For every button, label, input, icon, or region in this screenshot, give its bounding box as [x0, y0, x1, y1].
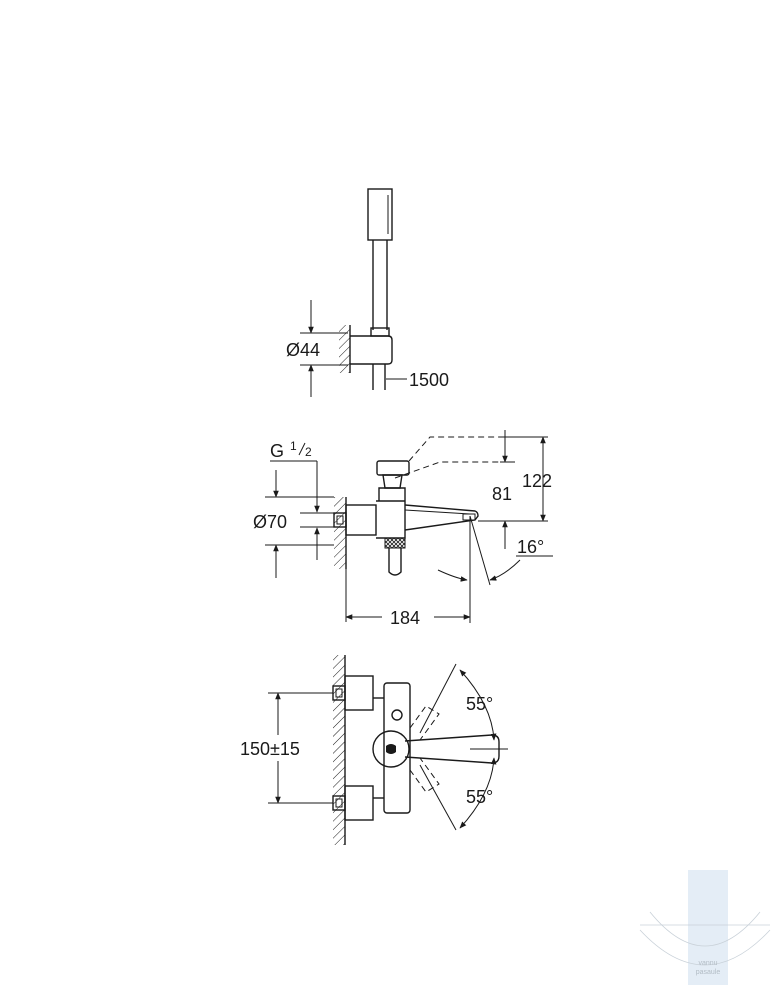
dim-holder-diameter: Ø44 [286, 340, 320, 360]
holder [350, 335, 393, 365]
mixer-bridge [383, 682, 411, 814]
wall-hatch [333, 655, 345, 845]
side-view: G 1 2 Ø70 81 122 16° 184 [253, 430, 553, 628]
dim-thread-letter: G [270, 441, 284, 461]
top-view: 55° 55° 150±15 [240, 655, 508, 845]
rosette-top [344, 675, 374, 711]
outlet-fitting [384, 537, 406, 549]
dim-centre-distance: 150±15 [240, 739, 300, 759]
wall-hatch [334, 497, 346, 569]
diverter-button [391, 709, 403, 721]
wall-hatch [339, 325, 350, 373]
dim-lever-angle-down: 55° [466, 787, 493, 807]
dim-spout-angle: 16° [517, 537, 544, 557]
hose [372, 364, 386, 390]
handshower-head [367, 188, 393, 241]
dim-thread-denominator: 2 [305, 445, 312, 459]
watermark-logo: vannu pasaule [639, 870, 771, 985]
dim-spout-height: 81 [492, 484, 512, 504]
rosette [345, 504, 377, 536]
dim-total-height: 122 [522, 471, 552, 491]
cartridge [372, 730, 410, 768]
dim-lever-angle-up: 55° [466, 694, 493, 714]
rosette-bottom [344, 785, 374, 821]
dim-rosette-diameter: Ø70 [253, 512, 287, 532]
dim-hose-length: 1500 [409, 370, 449, 390]
mixer-body [376, 487, 406, 539]
dim-projection: 184 [390, 608, 420, 628]
watermark-text-1: vannu [698, 960, 717, 967]
watermark-text-2: pasaule [696, 969, 721, 976]
handshower-view: Ø44 1500 [286, 188, 449, 397]
dim-thread-numerator: 1 [290, 439, 297, 453]
